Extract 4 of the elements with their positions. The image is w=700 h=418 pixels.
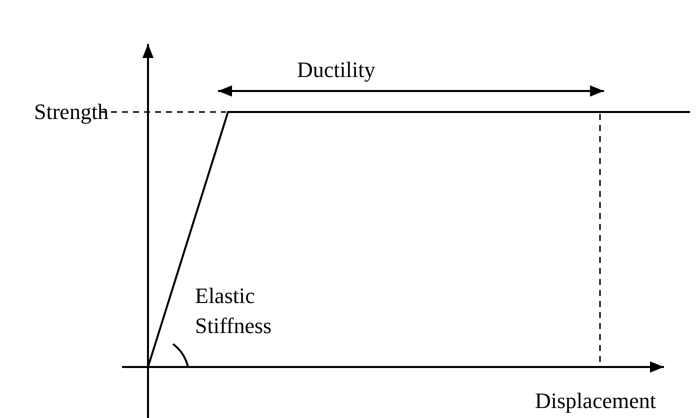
angle-label: Elastic Stiffness: [195, 282, 273, 340]
dimension-label: Ductility: [297, 56, 376, 84]
axis-label: Displacement: [535, 387, 656, 415]
axis-label: Strength: [34, 98, 109, 126]
